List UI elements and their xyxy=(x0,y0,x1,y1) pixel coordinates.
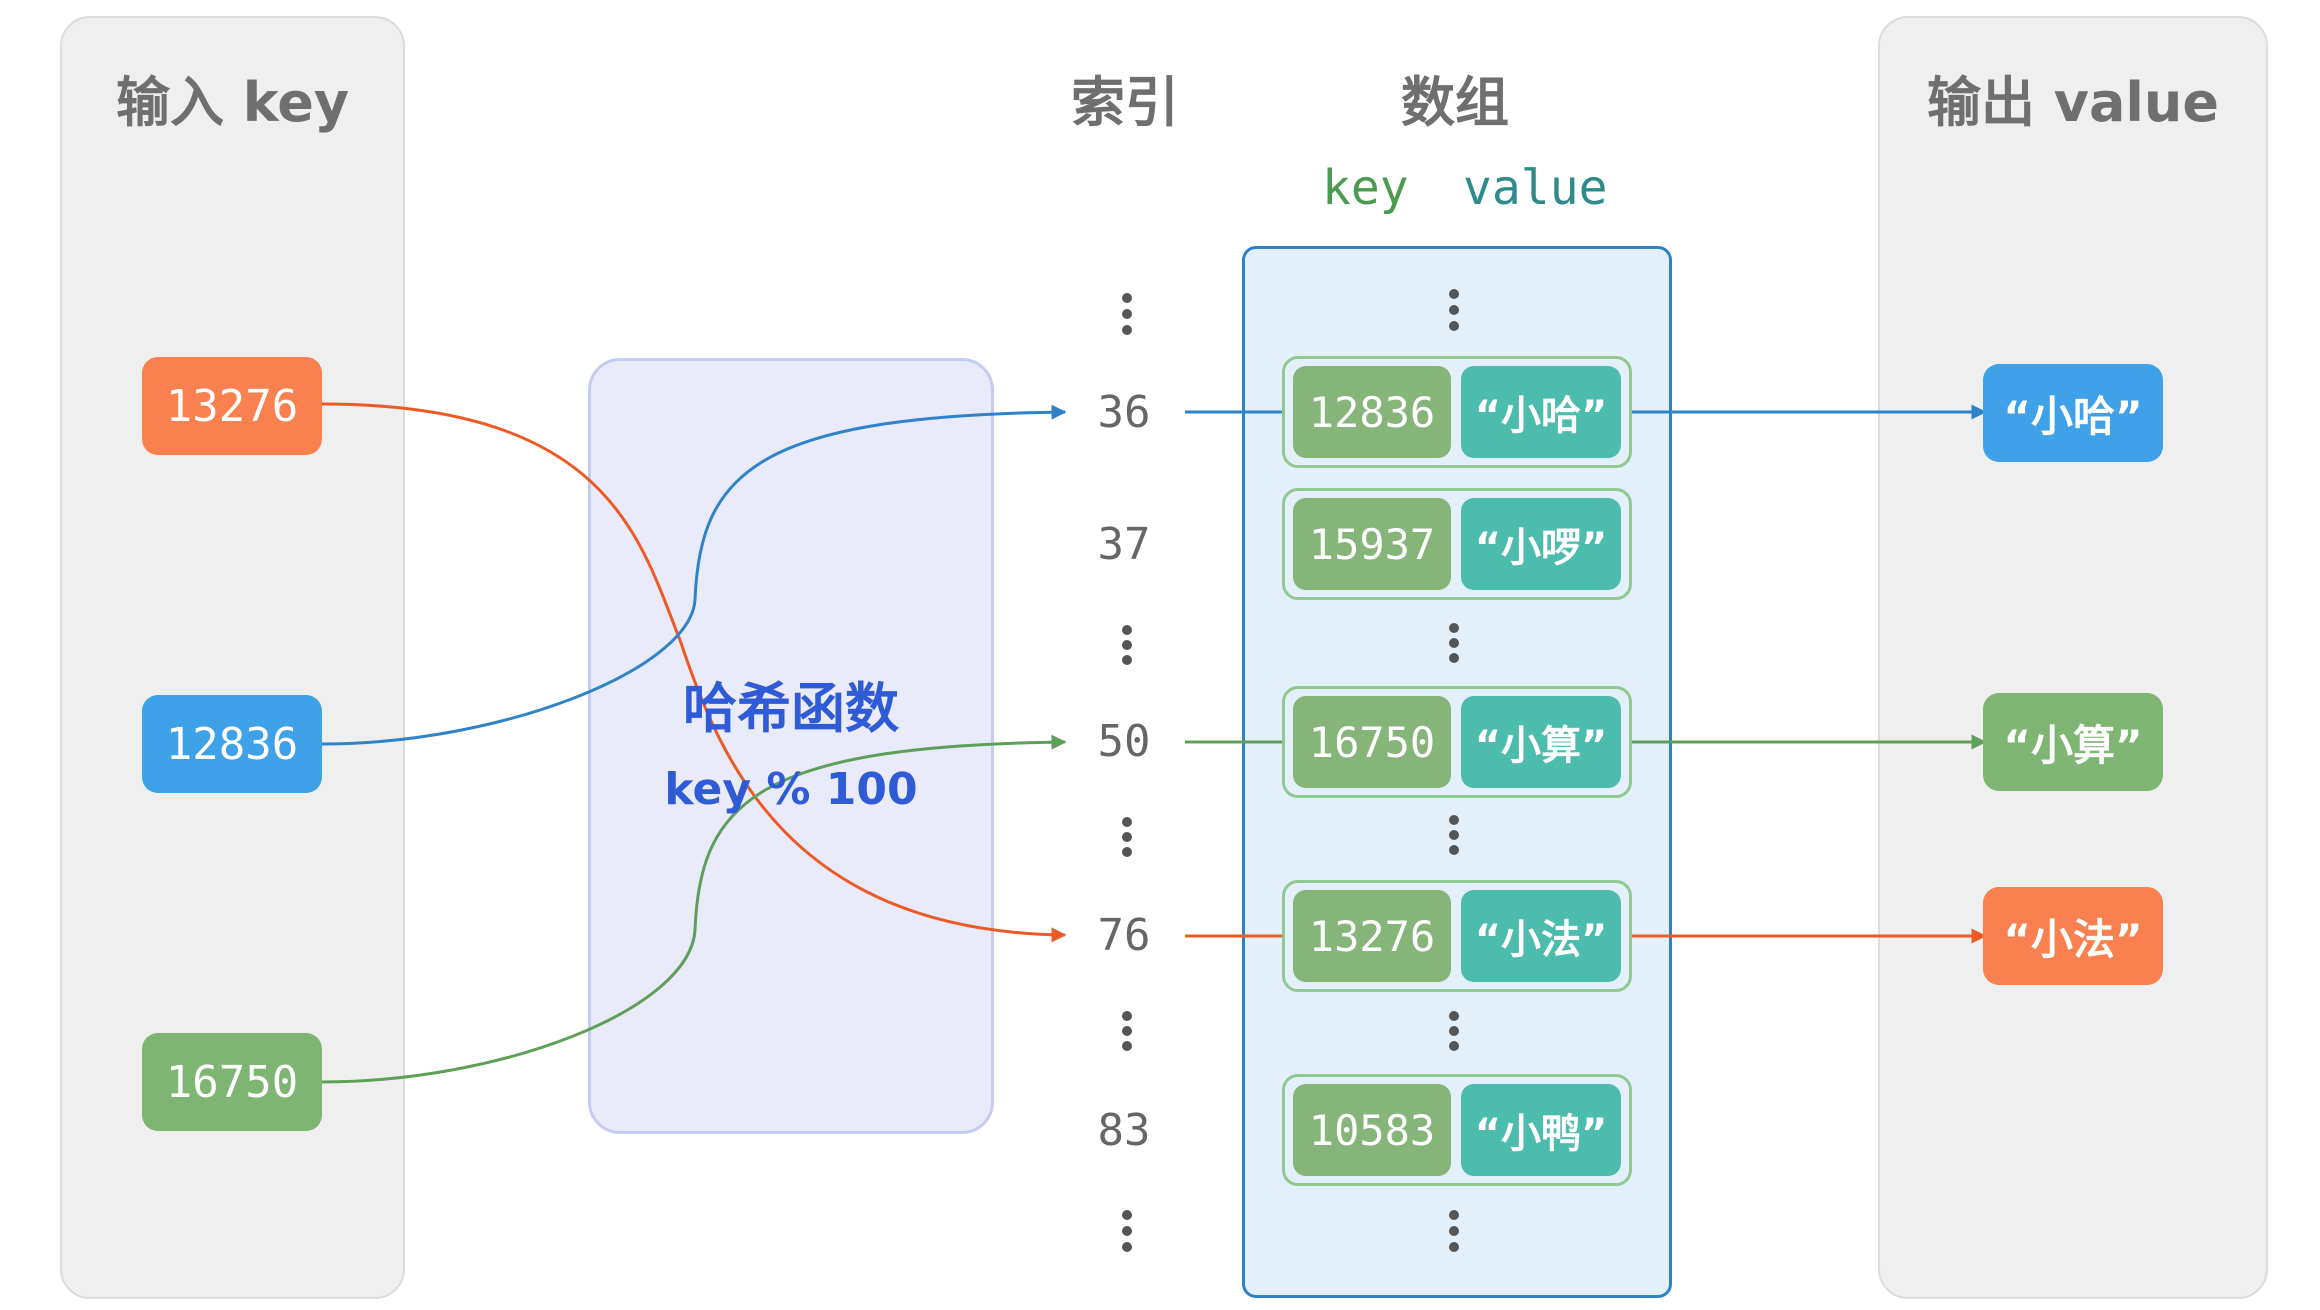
bucket-76: 13276 “小法” xyxy=(1282,880,1632,992)
bucket-value: “小哈” xyxy=(1461,366,1621,458)
bucket-key: 13276 xyxy=(1293,890,1451,982)
index-label: 76 xyxy=(1097,910,1151,961)
key-column-heading: key xyxy=(1322,160,1409,216)
hash-function-formula: key % 100 xyxy=(664,764,918,815)
output-value-xiaosuan: “小算” xyxy=(1983,693,2163,791)
input-key-heading: 输入 key xyxy=(115,71,350,134)
array-ellipsis-icon xyxy=(1449,815,1459,855)
array-ellipsis-icon xyxy=(1449,1210,1459,1252)
index-ellipsis-icon xyxy=(1122,1210,1132,1252)
bucket-36: 12836 “小哈” xyxy=(1282,356,1632,468)
array-ellipsis-icon xyxy=(1449,623,1459,663)
index-ellipsis-icon xyxy=(1122,293,1132,335)
index-ellipsis-icon xyxy=(1122,625,1132,665)
input-key-13276: 13276 xyxy=(142,357,322,455)
bucket-key: 15937 xyxy=(1293,498,1451,590)
input-key-12836: 12836 xyxy=(142,695,322,793)
bucket-key: 12836 xyxy=(1293,366,1451,458)
hash-function-box xyxy=(588,358,994,1134)
index-ellipsis-icon xyxy=(1122,1011,1132,1051)
bucket-37: 15937 “小啰” xyxy=(1282,488,1632,600)
input-key-16750: 16750 xyxy=(142,1033,322,1131)
index-label: 50 xyxy=(1097,716,1151,767)
index-ellipsis-icon xyxy=(1122,817,1132,857)
bucket-value: “小算” xyxy=(1461,696,1621,788)
curve-13276-to-76 xyxy=(321,402,1067,943)
value-column-heading: value xyxy=(1463,160,1608,216)
bucket-value: “小啰” xyxy=(1461,498,1621,590)
array-ellipsis-icon xyxy=(1449,1011,1459,1051)
array-ellipsis-icon xyxy=(1449,289,1459,331)
bucket-value: “小法” xyxy=(1461,890,1621,982)
hash-function-title: 哈希函数 xyxy=(683,677,899,740)
index-label: 83 xyxy=(1097,1105,1151,1156)
curve-12836-to-36 xyxy=(321,404,1067,746)
bucket-50: 16750 “小算” xyxy=(1282,686,1632,798)
output-value-xiaoha: “小哈” xyxy=(1983,364,2163,462)
bucket-value: “小鸭” xyxy=(1461,1084,1621,1176)
output-value-xiaofa: “小法” xyxy=(1983,887,2163,985)
bucket-key: 16750 xyxy=(1293,696,1451,788)
index-label: 37 xyxy=(1097,519,1151,570)
index-heading: 索引 xyxy=(1071,71,1179,134)
curve-16750-to-50 xyxy=(321,734,1067,1084)
bucket-83: 10583 “小鸭” xyxy=(1282,1074,1632,1186)
index-label: 36 xyxy=(1097,387,1151,438)
bucket-key: 10583 xyxy=(1293,1084,1451,1176)
output-value-heading: 输出 value xyxy=(1926,71,2220,134)
array-heading: 数组 xyxy=(1401,71,1509,134)
output-panel xyxy=(1878,16,2268,1299)
